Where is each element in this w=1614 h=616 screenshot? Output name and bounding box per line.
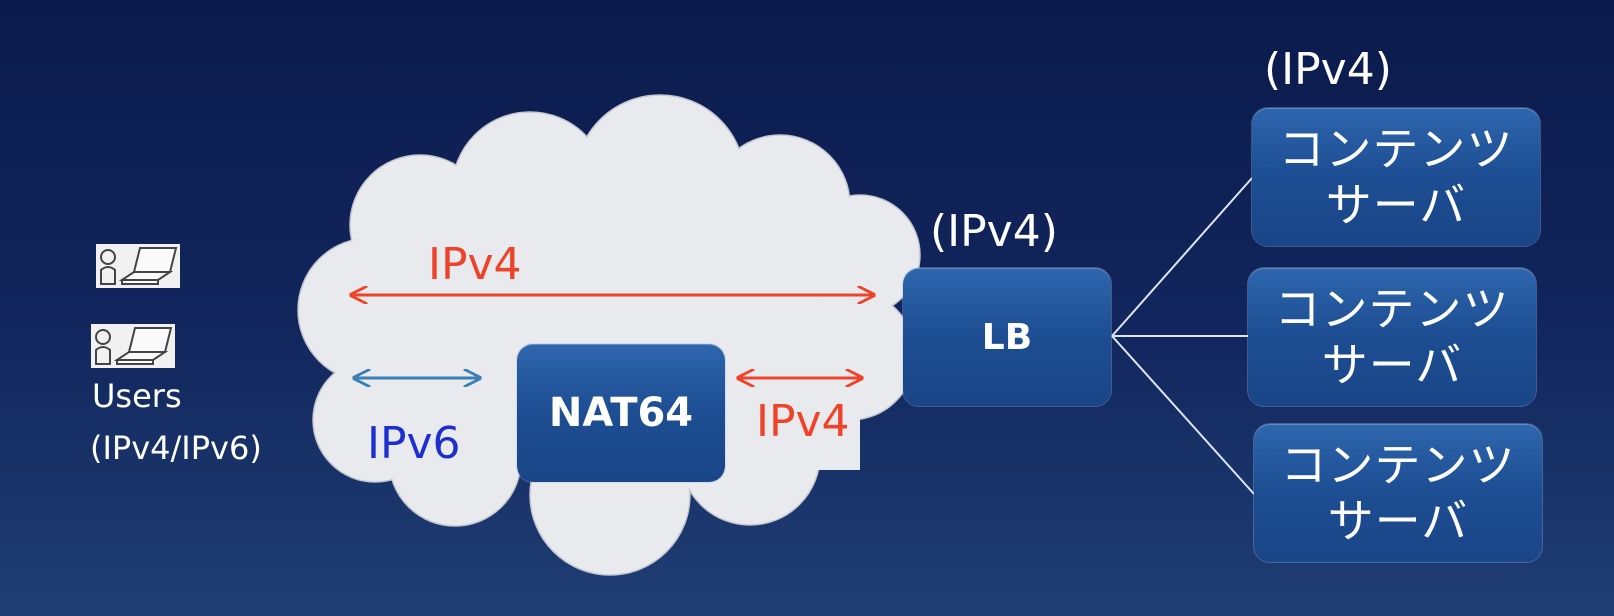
ipv4-top-label: IPv4	[428, 239, 522, 290]
ipv6-label: IPv6	[367, 418, 461, 469]
lb-node: LB	[903, 268, 1111, 406]
ipv4-right-label: IPv4	[756, 396, 850, 447]
person-icon	[100, 249, 116, 285]
server-label-line2: サーバ	[1327, 494, 1469, 548]
cloud-fill	[299, 96, 919, 574]
servers-protocol-label: (IPv4)	[1264, 44, 1392, 95]
server-label-line2: サーバ	[1325, 178, 1467, 232]
lb-label: LB	[981, 316, 1033, 358]
content-server-1: コンテンツ サーバ	[1252, 108, 1540, 246]
server-label-line2: サーバ	[1321, 338, 1463, 392]
nat64-label: NAT64	[548, 390, 694, 436]
lb-protocol-label: (IPv4)	[930, 206, 1058, 257]
lb-server-links	[1111, 177, 1255, 495]
user-icon-2	[91, 324, 175, 368]
content-server-3: コンテンツ サーバ	[1254, 424, 1542, 562]
users-protocol-label: (IPv4/IPv6)	[90, 429, 262, 467]
content-server-2: コンテンツ サーバ	[1248, 268, 1536, 406]
server-label-line1: コンテンツ	[1278, 122, 1514, 176]
server-label-line1: コンテンツ	[1274, 282, 1510, 336]
person-icon	[95, 329, 111, 365]
laptop-icon	[118, 247, 178, 285]
server-label-line1: コンテンツ	[1280, 438, 1516, 492]
nat64-node: NAT64	[517, 344, 725, 482]
user-icon-1	[96, 244, 180, 288]
laptop-icon	[113, 327, 173, 365]
users-label: Users	[92, 377, 182, 415]
